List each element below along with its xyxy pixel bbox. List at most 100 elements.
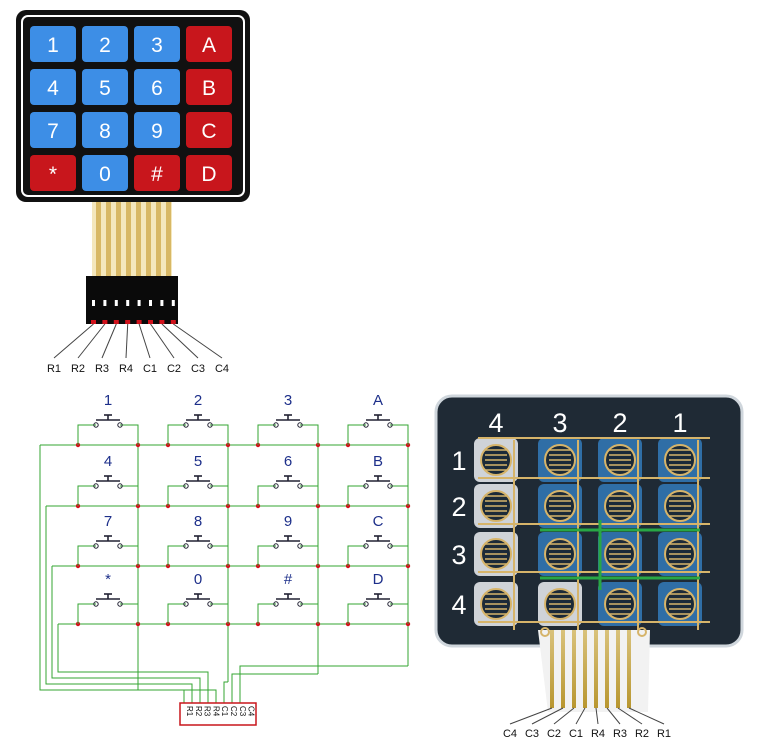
switch-contact	[273, 601, 279, 607]
ribbon-trace	[126, 202, 131, 276]
switch-right-lead	[390, 545, 409, 566]
pin-lead-line	[53, 323, 94, 359]
keypad-key-face	[30, 112, 76, 148]
schematic-key-label: 1	[104, 392, 112, 409]
pin-lead-line	[161, 323, 199, 359]
pin-lead-line	[150, 323, 175, 359]
switch-right-lead	[120, 545, 139, 566]
schematic-row-return	[39, 445, 185, 703]
switch-contact	[117, 543, 123, 549]
switch-left-lead	[257, 545, 276, 566]
connector-pin-tip	[125, 320, 131, 324]
schematic-key-label: 9	[284, 513, 292, 530]
schematic-connector	[179, 702, 257, 726]
pin-lead-line	[173, 323, 223, 359]
membrane-pin-lead	[553, 707, 575, 725]
schematic-pin-label: C4	[247, 706, 256, 717]
connector-slot	[137, 300, 141, 306]
switch-right-lead	[300, 424, 319, 445]
membrane-tail-lead	[572, 630, 576, 708]
keypad-key-face	[186, 69, 232, 105]
schematic-row-return	[57, 624, 209, 703]
switch-contact	[93, 422, 99, 428]
schematic-pin-label: C2	[229, 706, 238, 717]
switch-left-lead	[257, 485, 276, 506]
schematic-wires	[39, 425, 411, 703]
schematic-switch	[347, 593, 409, 624]
keypad-key-face	[82, 69, 128, 105]
connector-slot	[103, 300, 107, 306]
schematic-key-label: *	[105, 571, 111, 588]
switch-contact	[363, 483, 369, 489]
membrane-pads	[474, 438, 702, 626]
keypad-key-face	[30, 155, 76, 191]
connector-slot	[114, 300, 118, 306]
schematic-key-label: 4	[104, 453, 112, 470]
connector-slot	[126, 300, 130, 306]
schematic-switch	[257, 593, 319, 624]
schematic-pin-label: R3	[203, 706, 212, 717]
keypad-key: 7	[30, 112, 76, 148]
switch-right-lead	[300, 485, 319, 506]
keypad-key-face	[186, 26, 232, 62]
schematic-column-return	[239, 665, 408, 703]
membrane-tail-lead	[561, 630, 565, 708]
switch-left-lead	[347, 485, 366, 506]
switch-left-lead	[77, 485, 96, 506]
keypad-pin-label: R2	[71, 363, 85, 375]
membrane-tail-hole	[637, 627, 647, 637]
membrane-pin-lead	[628, 707, 665, 725]
switch-contact	[387, 483, 393, 489]
membrane-pin-lead	[617, 707, 643, 725]
membrane-pin-lead	[575, 707, 586, 725]
membrane-tail-lead	[605, 630, 609, 708]
switch-right-lead	[210, 485, 229, 506]
connector-pin-tip	[102, 320, 108, 324]
membrane-pin-lead	[606, 707, 621, 725]
switch-right-lead	[300, 603, 319, 624]
membrane-pin-lead	[531, 707, 564, 725]
schematic-pin-label: C1	[220, 706, 229, 717]
membrane-tail-lead	[550, 630, 554, 708]
keypad-key: 2	[82, 26, 128, 62]
keypad-pin-label: R4	[119, 363, 133, 375]
membrane-column-number: 3	[552, 408, 567, 438]
switch-contact	[207, 543, 213, 549]
membrane-tail-lead	[583, 630, 587, 708]
keypad-key: 5	[82, 69, 128, 105]
switch-left-lead	[77, 603, 96, 624]
connector-pin-tip	[113, 320, 119, 324]
membrane-pin-label: C1	[569, 728, 583, 740]
switch-contact	[183, 422, 189, 428]
schematic-key-label: 7	[104, 513, 112, 530]
keypad-pin-label: C2	[167, 363, 181, 375]
switch-left-lead	[347, 545, 366, 566]
membrane-column-number: 2	[612, 408, 627, 438]
schematic-switches	[77, 414, 409, 624]
ribbon-trace	[106, 202, 111, 276]
switch-right-lead	[210, 603, 229, 624]
pin-lead-line	[138, 323, 151, 359]
schematic-switch	[257, 535, 319, 566]
switch-contact	[387, 601, 393, 607]
ribbon-trace	[156, 202, 161, 276]
switch-contact	[273, 483, 279, 489]
ribbon-trace	[116, 202, 121, 276]
switch-contact	[297, 601, 303, 607]
switch-left-lead	[167, 485, 186, 506]
schematic-key-label: 0	[194, 571, 202, 588]
schematic-row-return	[51, 566, 201, 703]
keypad-key-label: 6	[151, 77, 163, 100]
schematic-switch	[167, 535, 229, 566]
switch-left-lead	[77, 424, 96, 445]
membrane-pin-label: R1	[657, 728, 671, 740]
switch-contact	[117, 422, 123, 428]
schematic-switch	[77, 593, 139, 624]
schematic-column-return	[138, 689, 217, 703]
membrane-tail-lead	[616, 630, 620, 708]
keypad-key-label: *	[49, 163, 57, 186]
keypad-frame-border	[21, 15, 245, 197]
